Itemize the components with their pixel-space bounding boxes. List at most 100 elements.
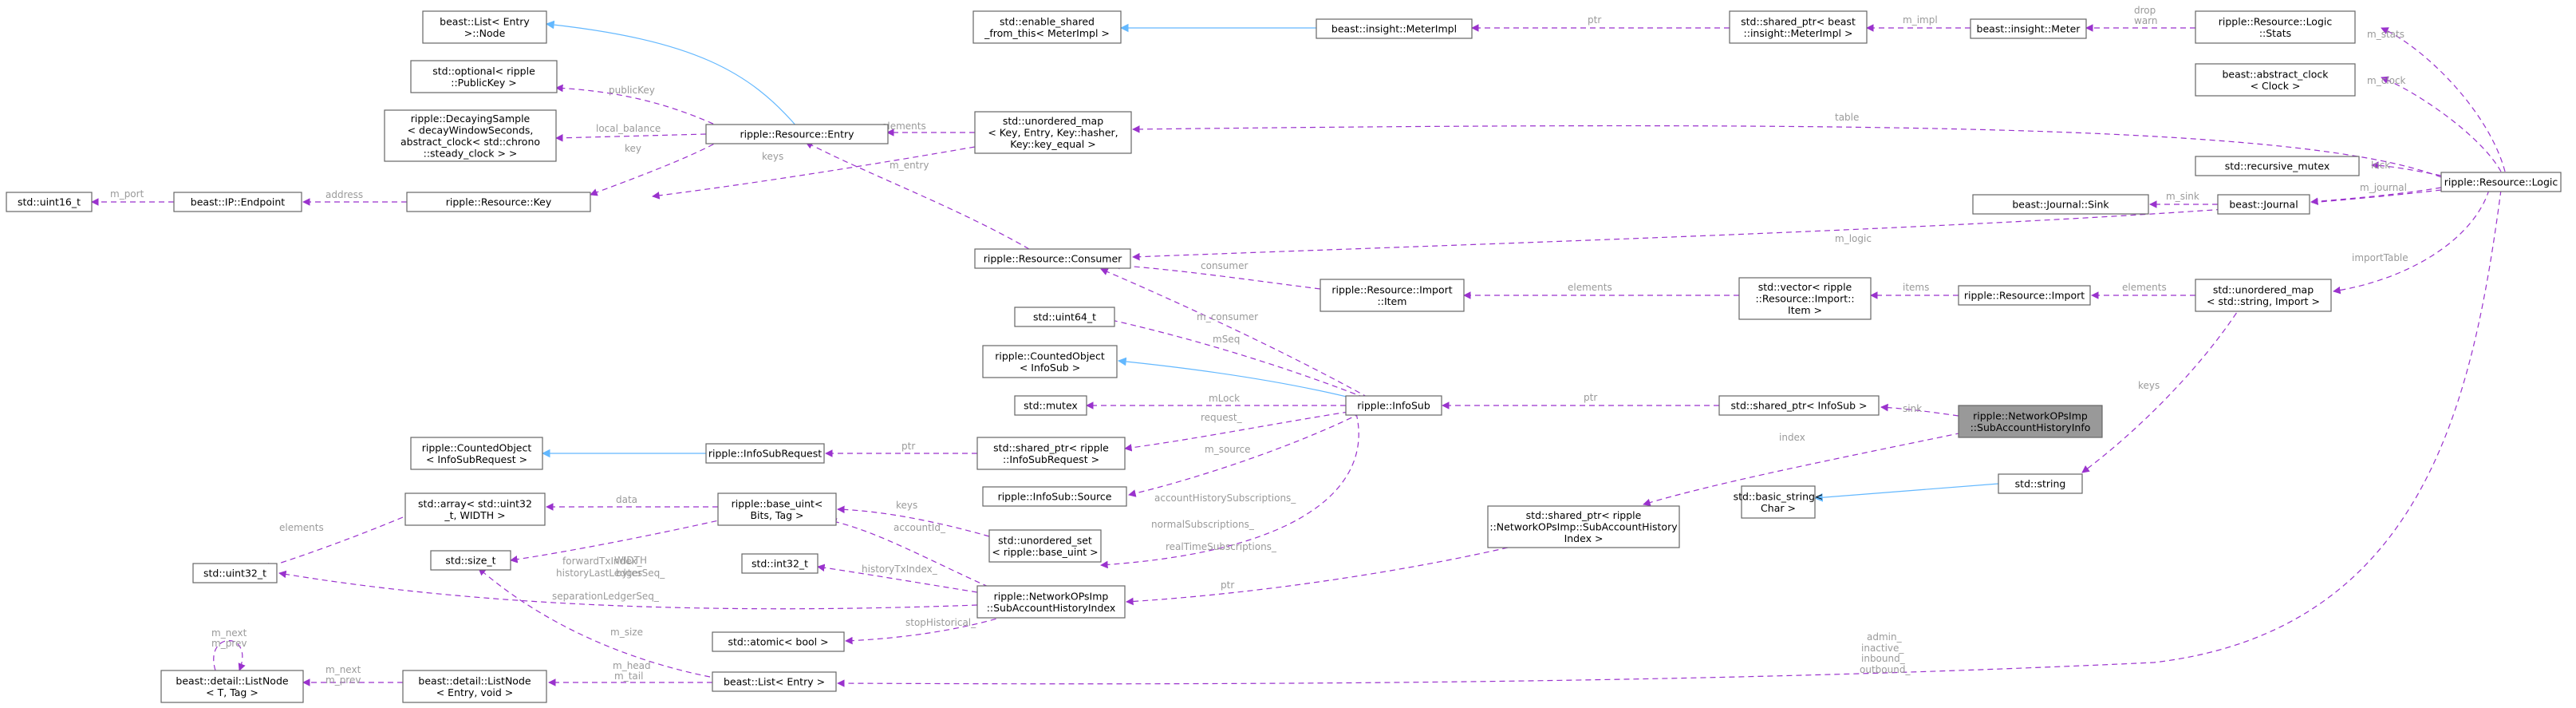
class-node-spisr[interactable]: std::shared_ptr< ripple::InfoSubRequest … (976, 437, 1126, 470)
node-label-line: Bits, Tag > (750, 509, 803, 521)
class-node-sizet[interactable]: std::size_t (430, 550, 511, 571)
node-label-line: std::array< std::uint32 (418, 497, 532, 509)
class-node-listentry[interactable]: beast::List< Entry > (712, 671, 837, 692)
class-node-source[interactable]: ripple::InfoSub::Source (982, 486, 1127, 507)
class-node-jsink[interactable]: beast::Journal::Sink (1972, 194, 2149, 215)
node-box (1970, 18, 2087, 39)
class-node-uint64[interactable]: std::uint64_t (1014, 307, 1115, 327)
class-node-vecitem[interactable]: std::vector< ripple::Resource::Import::I… (1738, 277, 1872, 320)
class-node-optpk[interactable]: std::optional< ripple::PublicKey > (410, 60, 558, 93)
class-node-absclock[interactable]: beast::abstract_clock< Clock > (2195, 63, 2356, 97)
edge-logic-stats: m_stats (2367, 27, 2506, 172)
edge-logic-clock: m_clock (2367, 75, 2502, 172)
edge-vec-item: elements (1463, 282, 1739, 299)
class-node-umapimport[interactable]: std::unordered_map< std::string, Import … (2195, 279, 2332, 312)
class-node-sahindex[interactable]: ripple::NetworkOPsImp::SubAccountHistory… (976, 585, 1126, 619)
edge-meter-spmeterimpl: m_impl (1866, 14, 1970, 32)
node-box (6, 192, 93, 212)
class-node-basicstring[interactable]: std::basic_string<Char > (1734, 485, 1824, 519)
class-node-import[interactable]: ripple::Resource::Import (1958, 285, 2091, 306)
node-box (1014, 307, 1115, 327)
class-node-dlistnode[interactable]: beast::detail::ListNode< T, Tag > (160, 670, 304, 703)
edge-label-m-size: m_size (610, 627, 643, 638)
class-node-spmeterimpl[interactable]: std::shared_ptr< beast::insight::MeterIm… (1729, 10, 1868, 44)
class-node-spinfosub[interactable]: std::shared_ptr< InfoSub > (1718, 395, 1880, 416)
edge-label-address: address (325, 189, 363, 200)
class-node-entry[interactable]: ripple::Resource::Entry (705, 124, 889, 144)
edge-infosub-mutex: mLock (1086, 393, 1346, 409)
edge-label-m-prev-2: m_prev (211, 638, 247, 649)
edge-spisr-isr: ptr (825, 441, 977, 457)
class-node-meterimpl[interactable]: beast::insight::MeterImpl (1316, 18, 1473, 39)
edge-infosub-source: m_source (1128, 413, 1361, 497)
edge-listentry-dlistnodeentry: m_head m_tail (548, 660, 712, 686)
class-node-endpoint[interactable]: beast::IP::Endpoint (173, 192, 302, 212)
class-node-decay[interactable]: ripple::DecayingSample< decayWindowSecon… (384, 109, 557, 162)
class-node-importitem[interactable]: ripple::Resource::Import::Item (1320, 279, 1465, 312)
edge-infosub-coinfosub (1117, 357, 1357, 400)
class-node-listnode[interactable]: beast::List< Entry>::Node (422, 10, 547, 44)
node-label-line: ripple::Resource::Import (1964, 290, 2085, 302)
edge-logic-journal: m_journal (2310, 182, 2442, 205)
class-node-uint32[interactable]: std::uint32_t (192, 563, 278, 583)
class-node-consumer[interactable]: ripple::Resource::Consumer (974, 248, 1131, 269)
edge-label-admin: admin_ (1867, 631, 1903, 643)
class-node-stats[interactable]: ripple::Resource::Logic::Stats (2195, 10, 2356, 44)
node-label-line: Index > (1564, 532, 1604, 544)
edge-label-sub-3: realTimeSubscriptions_ (1166, 541, 1277, 552)
node-label-line: beast::List< Entry > (724, 676, 825, 688)
node-label-line: beast::abstract_clock (2222, 68, 2329, 80)
node-label-line: < decayWindowSeconds, (408, 124, 534, 136)
edge-umap-key: keys (652, 146, 976, 200)
class-node-uset[interactable]: std::unordered_set< ripple::base_uint > (988, 529, 1102, 563)
class-node-logic[interactable]: ripple::Resource::Logic (2440, 172, 2562, 192)
edge-label-fwd-3: separationLedgerSeq_ (552, 591, 660, 602)
edge-baseuint-sizet: WIDTH bytes (510, 518, 727, 579)
edge-label-elements-uint32: elements (279, 522, 324, 533)
edge-entry-listnode (545, 20, 799, 129)
node-label-line: ripple::InfoSub (1357, 400, 1430, 412)
edge-infosub-uset: accountHistorySubscriptions_ normalSubsc… (1100, 413, 1359, 569)
class-node-dlistnodeentry[interactable]: beast::detail::ListNode< Entry, void > (402, 670, 547, 703)
node-box (384, 109, 557, 162)
node-box (741, 553, 819, 574)
edge-logic-lock: lock (2371, 160, 2442, 176)
node-label-line: std::shared_ptr< ripple (1526, 509, 1642, 521)
node-box (976, 585, 1126, 619)
class-node-rkey[interactable]: ripple::Resource::Key (406, 192, 591, 212)
node-label-line: abstract_clock< std::chrono (400, 136, 540, 148)
class-node-coisr[interactable]: ripple::CountedObject< InfoSubRequest > (410, 437, 543, 470)
class-node-sahi[interactable]: ripple::NetworkOPsImp::SubAccountHistory… (1958, 405, 2103, 438)
edge-label-data: data (616, 494, 637, 505)
node-label-line: ::Resource::Import:: (1755, 293, 1854, 305)
edge-label-outbound: outbound_ (1860, 664, 1911, 675)
class-node-infosub[interactable]: ripple::InfoSub (1345, 395, 1442, 416)
class-node-journal[interactable]: beast::Journal (2217, 194, 2310, 215)
class-node-meter[interactable]: beast::insight::Meter (1970, 18, 2087, 39)
node-label-line: ripple::Resource::Logic (2444, 176, 2558, 188)
class-node-arr[interactable]: std::array< std::uint32_t, WIDTH > (404, 492, 546, 526)
class-node-atomicbool[interactable]: std::atomic< bool > (712, 631, 845, 652)
node-box (974, 111, 1132, 154)
node-label-line: ripple::DecayingSample (411, 113, 531, 125)
class-node-umapentry[interactable]: std::unordered_map< Key, Entry, Key::has… (974, 111, 1132, 154)
class-node-esft[interactable]: std::enable_shared_from_this< MeterImpl … (972, 10, 1122, 44)
edge-sahindex-baseuint: accountId_ (829, 518, 998, 591)
edge-label-index: index (1779, 432, 1805, 443)
class-node-spsahindex[interactable]: std::shared_ptr< ripple::NetworkOPsImp::… (1487, 505, 1680, 548)
node-label-line: ::InfoSubRequest > (1003, 453, 1099, 465)
node-box (422, 10, 547, 44)
class-node-baseuint[interactable]: ripple::base_uint<Bits, Tag > (717, 492, 837, 526)
node-label-line: ::NetworkOPsImp::SubAccountHistory (1489, 521, 1678, 533)
edge-label-sink: sink (1903, 403, 1922, 414)
class-node-uint16[interactable]: std::uint16_t (6, 192, 93, 212)
class-node-recmutex[interactable]: std::recursive_mutex (2195, 156, 2360, 176)
class-node-isr[interactable]: ripple::InfoSubRequest (705, 443, 825, 464)
edge-journal-sink: m_sink (2149, 191, 2218, 208)
class-node-coinfosub[interactable]: ripple::CountedObject< InfoSub > (982, 345, 1118, 378)
class-node-stdstring[interactable]: std::string (1998, 473, 2083, 494)
class-node-stdmutex[interactable]: std::mutex (1014, 395, 1087, 416)
class-node-int32[interactable]: std::int32_t (741, 553, 819, 574)
edge-label-request: request_ (1201, 412, 1243, 423)
node-label-line: std::recursive_mutex (2225, 160, 2329, 172)
